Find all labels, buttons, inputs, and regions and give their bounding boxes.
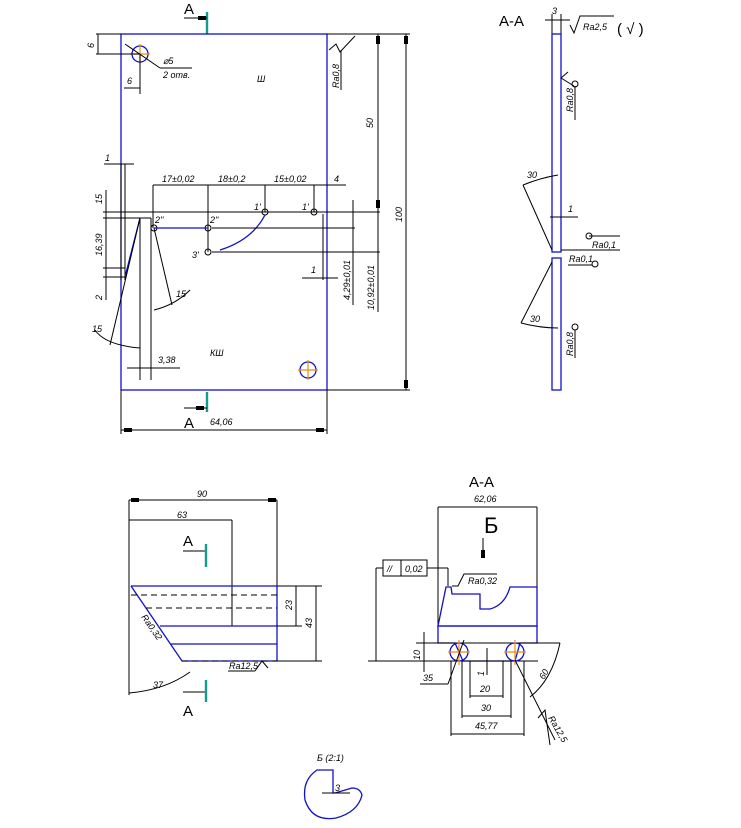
dim-23: 23 bbox=[284, 600, 294, 611]
hole-note-count: 2 отв. bbox=[162, 70, 190, 80]
dim-v-10-92: 10,92±0,01 bbox=[366, 265, 376, 310]
angle-lower: 30 bbox=[530, 314, 540, 324]
dim-v-4-29: 4,29±0,01 bbox=[342, 260, 352, 300]
dim-height-100: 100 bbox=[394, 207, 404, 222]
dim-v-15: 15 bbox=[94, 193, 104, 204]
tolerance-value: 0,02 bbox=[405, 564, 423, 574]
dim-width-62-06: 62,06 bbox=[474, 494, 497, 504]
dim-45-77: 45,77 bbox=[475, 721, 499, 731]
side-view: 90 63 A 23 43 Ra0,32 Ra12,5 37 A bbox=[128, 489, 322, 720]
dim-pitch-1: 17±0,02 bbox=[162, 174, 194, 184]
dim-gap-right: 1 bbox=[311, 265, 316, 275]
dim-hole-offset-h: 6 bbox=[127, 76, 132, 86]
dim-pitch-2: 18±0,2 bbox=[218, 174, 245, 184]
roughness-upper: Ra0,8 bbox=[565, 88, 575, 112]
dim-height-50: 50 bbox=[365, 118, 375, 128]
dim-width-total: 64,06 bbox=[210, 417, 233, 427]
angle-37: 37 bbox=[153, 680, 164, 690]
dim-v-16-39: 16,39 bbox=[94, 233, 104, 256]
section-aa-bottom: A-A 62,06 Б // 0,02 Ra0,32 10 35 bbox=[368, 474, 570, 746]
roughness-tip-1: Ra0,1 bbox=[592, 240, 616, 250]
dim-width-3-38: 3,38 bbox=[158, 355, 176, 365]
detail-b-dim: 3 bbox=[335, 783, 340, 793]
dim-hole-offset-v: 6 bbox=[86, 43, 96, 48]
dim-thickness: 3 bbox=[552, 6, 557, 16]
section-label-a-bottom: A bbox=[184, 415, 194, 432]
detail-b-title: Б (2:1) bbox=[317, 753, 344, 763]
dim-v-2: 2 bbox=[94, 295, 104, 301]
dim-63: 63 bbox=[177, 510, 187, 520]
roughness-tip-2: Ra0,1 bbox=[569, 254, 593, 264]
point-label-3: 3' bbox=[192, 250, 199, 260]
tolerance-symbol: // bbox=[386, 564, 394, 574]
dim-90: 90 bbox=[197, 489, 207, 499]
dim-1: 1 bbox=[476, 671, 486, 676]
general-roughness: Ra2,5 bbox=[583, 22, 608, 32]
section-aa-top: A-A 3 Ra2,5 ( √ ) Ra0,8 30 1 Ra0,1 Ra0,1… bbox=[499, 6, 644, 391]
dim-edge-right: 4 bbox=[334, 174, 339, 184]
detail-label-b: Б bbox=[484, 513, 498, 538]
roughness-right: Ra0,8 bbox=[331, 64, 341, 88]
hole-note-symbol: ⌀5 bbox=[163, 56, 174, 66]
point-label-2b: 2'' bbox=[209, 215, 219, 225]
point-label-2a: 2'' bbox=[154, 215, 164, 225]
section-label-a-side-bottom: A bbox=[183, 703, 193, 720]
roughness-bottom: Ra12,5 bbox=[229, 661, 259, 671]
dim-pitch-3: 15±0,02 bbox=[274, 174, 306, 184]
section-title-aa: A-A bbox=[499, 13, 524, 30]
face-label-bottom: КШ bbox=[210, 348, 224, 358]
detail-b: Б (2:1) 3 bbox=[303, 753, 363, 820]
dim-tip: 1 bbox=[568, 204, 573, 214]
section-title-aa-bottom: A-A bbox=[469, 474, 494, 491]
angle-35: 35 bbox=[423, 673, 434, 683]
front-view: A A 64,06 100 50 6 6 bbox=[86, 1, 410, 434]
angle-15-left: 15 bbox=[92, 324, 103, 334]
dim-30: 30 bbox=[481, 703, 491, 713]
roughness-lower: Ra0,8 bbox=[565, 332, 575, 356]
angle-60: 60 bbox=[537, 667, 551, 681]
angle-15-right: 15 bbox=[176, 289, 187, 299]
point-label-1a: 1' bbox=[254, 202, 261, 212]
dim-43: 43 bbox=[304, 618, 314, 628]
face-label-top: Ш bbox=[257, 74, 266, 84]
dim-10: 10 bbox=[412, 650, 422, 660]
roughness-bevel: Ra0,32 bbox=[139, 612, 164, 642]
dim-gap-left: 1 bbox=[105, 153, 110, 163]
roughness-top: Ra0,32 bbox=[468, 576, 497, 586]
general-roughness-paren: ( √ ) bbox=[617, 21, 644, 38]
section-label-a-side-top: A bbox=[183, 533, 193, 550]
angle-upper: 30 bbox=[527, 170, 537, 180]
section-label-a-top: A bbox=[184, 1, 194, 18]
dim-20: 20 bbox=[479, 684, 490, 694]
point-label-1b: 1' bbox=[302, 202, 309, 212]
